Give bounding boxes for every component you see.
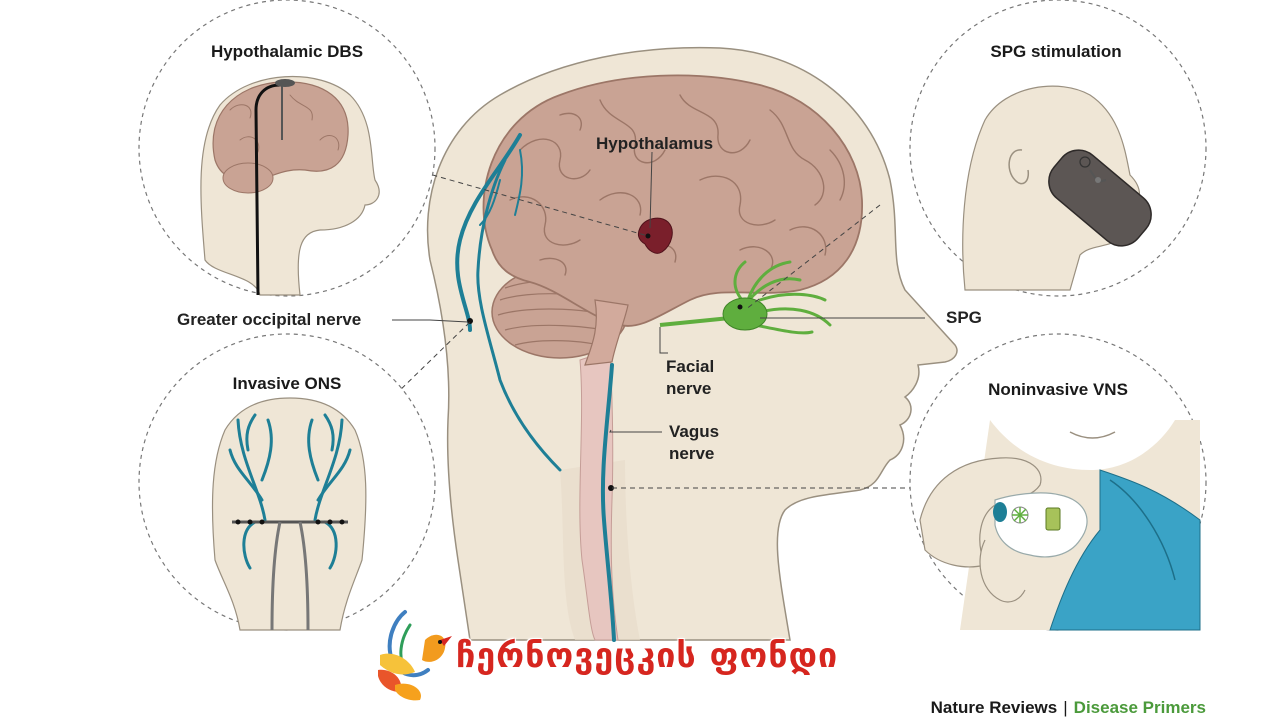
- panel-title-hypothalamic-dbs: Hypothalamic DBS: [211, 42, 363, 62]
- label-greater-occipital-nerve: Greater occipital nerve: [177, 310, 361, 330]
- panel-title-invasive-ons: Invasive ONS: [233, 374, 342, 394]
- label-hypothalamus: Hypothalamus: [596, 134, 713, 154]
- label-spg: SPG: [946, 308, 982, 328]
- label-facial-nerve-line1: Facial: [666, 357, 714, 377]
- label-vagus-nerve-line2: nerve: [669, 444, 714, 464]
- bird-logo-icon: [378, 612, 452, 700]
- label-vagus-nerve-line1: Vagus: [669, 422, 719, 442]
- credit-line: Nature Reviews | Disease Primers: [931, 698, 1206, 718]
- label-facial-nerve-line2: nerve: [666, 379, 711, 399]
- panel-title-spg-stimulation: SPG stimulation: [990, 42, 1121, 62]
- credit-separator: |: [1063, 698, 1067, 717]
- watermark-text: ჩერნოვეცკის ფონდი: [456, 636, 838, 676]
- panel-title-noninvasive-vns: Noninvasive VNS: [988, 380, 1128, 400]
- credit-journal: Nature Reviews: [931, 698, 1058, 717]
- credit-series: Disease Primers: [1074, 698, 1206, 717]
- panel-noninvasive-vns: [910, 334, 1206, 630]
